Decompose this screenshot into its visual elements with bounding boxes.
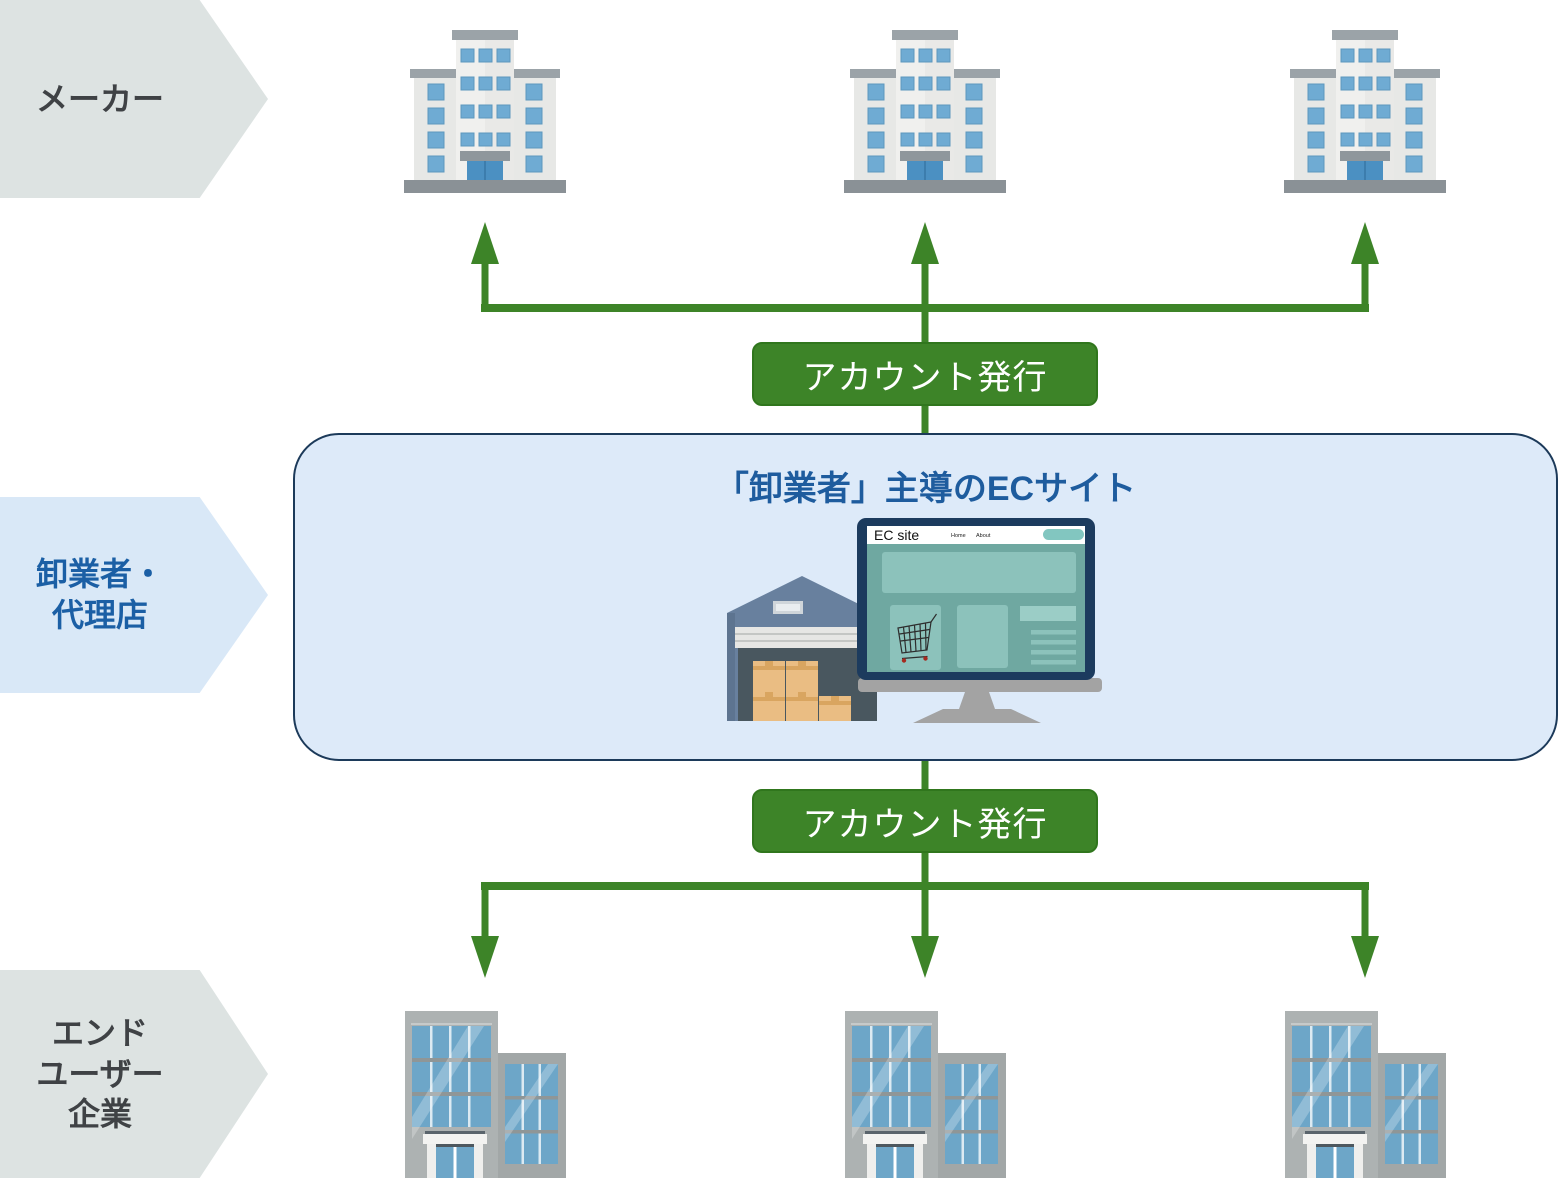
cardboard-boxes-icon xyxy=(753,661,851,721)
stage-wholesaler-line1: 卸業者・ xyxy=(35,556,164,593)
warehouse-icon xyxy=(727,576,877,721)
ec-site-title: 「卸業者」主導のECサイト xyxy=(714,470,1137,508)
stage-wholesaler-text: 卸業者・ 代理店 xyxy=(0,554,200,636)
stage-maker-text: メーカー xyxy=(35,80,164,117)
monitor-nav-home: Home xyxy=(951,533,966,539)
enduser-building-icon-1 xyxy=(398,1007,573,1178)
stage-wholesaler-line2: 代理店 xyxy=(51,597,148,633)
manufacturer-building-icon-1 xyxy=(395,28,575,195)
stage-enduser-line2: ユーザー xyxy=(36,1055,164,1092)
account-issue-badge-top-label: アカウント発行 xyxy=(802,358,1048,397)
monitor-nav-about: About xyxy=(976,533,991,539)
manufacturer-building-icon-3 xyxy=(1275,28,1455,195)
account-issue-badge-bottom: アカウント発行 xyxy=(752,789,1098,853)
stage-label-wholesaler: 卸業者・ 代理店 xyxy=(0,497,268,693)
ec-site-illustration: EC site Home About xyxy=(727,518,1102,723)
account-issue-badge-bottom-label: アカウント発行 xyxy=(802,805,1048,844)
stage-label-maker: メーカー xyxy=(0,0,268,198)
enduser-building-icon-3 xyxy=(1278,1007,1453,1178)
monitor-logo: EC site xyxy=(874,527,919,543)
monitor-icon: EC site Home About xyxy=(857,518,1102,723)
monitor-header-button xyxy=(1043,529,1084,540)
stage-enduser-line1: エンド xyxy=(51,1014,148,1051)
stage-enduser-line3: 企業 xyxy=(67,1096,132,1133)
enduser-building-icon-2 xyxy=(838,1007,1013,1178)
cart-icon xyxy=(897,613,937,660)
stage-label-enduser: エンド ユーザー 企業 xyxy=(0,970,268,1178)
stage-enduser-text: エンド ユーザー 企業 xyxy=(0,1013,200,1136)
manufacturer-building-icon-2 xyxy=(835,28,1015,195)
account-issue-badge-top: アカウント発行 xyxy=(752,342,1098,406)
